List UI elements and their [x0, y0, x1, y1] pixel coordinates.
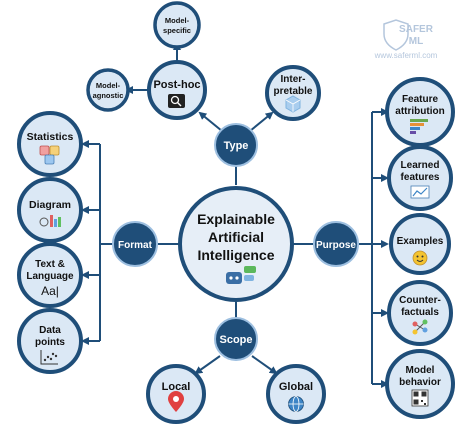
- node-interpretable: Inter- pretable: [265, 65, 321, 121]
- purpose-item-feature-attribution: Feature attribution: [385, 77, 455, 147]
- robot-chat-icon: [226, 266, 256, 284]
- format-item-statistics: Statistics: [17, 111, 83, 177]
- center-title-line3: Intelligence: [197, 247, 274, 263]
- diagram-icon: [39, 215, 61, 227]
- learned-features-line1: Learned: [401, 160, 440, 171]
- data-points-line1: Data: [39, 325, 61, 336]
- model-specific-line1: Model-: [165, 16, 190, 25]
- format-item-text-language: Text & Language Aa|: [17, 242, 83, 308]
- local-label: Local: [162, 381, 191, 393]
- scope-item-local: Local: [146, 364, 206, 424]
- qr-icon: [411, 389, 429, 407]
- scatter-icon: [40, 350, 58, 365]
- watermark-line2: ML: [409, 36, 423, 47]
- center-node: Explainable Artificial Intelligence: [178, 186, 294, 302]
- format-item-data-points: Data points: [17, 308, 83, 374]
- node-post-hoc: Post-hoc: [147, 60, 207, 120]
- text-language-line1: Text &: [35, 259, 65, 270]
- watermark-url: www.saferml.com: [374, 51, 438, 60]
- purpose-item-examples: Examples: [389, 213, 451, 275]
- location-pin-icon: [168, 391, 184, 412]
- cube-icon: [285, 95, 301, 113]
- hub-scope-label: Scope: [219, 334, 252, 346]
- emoji-icon: [412, 250, 428, 266]
- model-agnostic-line2: agnostic: [93, 91, 124, 100]
- counterfactuals-line1: Counter-: [399, 295, 441, 306]
- purpose-item-model-behavior: Model behavior: [385, 349, 455, 419]
- shield-icon: [383, 19, 409, 51]
- hub-type: Type: [214, 123, 258, 167]
- purpose-item-learned-features: Learned features: [387, 145, 453, 211]
- hub-type-label: Type: [224, 140, 249, 152]
- feature-attribution-line1: Feature: [402, 94, 439, 105]
- counterfactuals-line2: factuals: [401, 307, 439, 318]
- scope-item-global: Global: [266, 364, 326, 424]
- feature-attribution-line2: attribution: [395, 106, 444, 117]
- model-agnostic-line1: Model-: [96, 81, 121, 90]
- watermark: SAFER ML www.saferml.com: [374, 19, 438, 60]
- model-behavior-line1: Model: [406, 365, 435, 376]
- node-model-specific: Model- specific: [153, 1, 201, 49]
- hub-purpose-label: Purpose: [316, 240, 356, 251]
- interpretable-line1: Inter-: [281, 74, 306, 85]
- statistics-label: Statistics: [27, 131, 74, 143]
- center-title-line1: Explainable: [197, 211, 275, 227]
- model-specific-line2: specific: [163, 26, 191, 35]
- node-model-agnostic: Model- agnostic: [86, 68, 130, 112]
- interpretable-line2: pretable: [274, 86, 313, 97]
- bars-icon: [410, 119, 428, 134]
- hub-format: Format: [112, 221, 158, 267]
- post-hoc-label: Post-hoc: [153, 79, 200, 91]
- diagram-label: Diagram: [29, 199, 71, 211]
- magnifier-icon: [168, 94, 185, 108]
- global-label: Global: [279, 381, 313, 393]
- text-aa-icon: Aa|: [41, 284, 59, 298]
- dice-icon: [39, 145, 60, 165]
- watermark-line1: SAFER: [399, 24, 434, 35]
- hub-format-label: Format: [118, 240, 153, 251]
- text-language-line2: Language: [26, 271, 74, 282]
- chart-icon: [410, 185, 430, 199]
- hub-scope: Scope: [214, 317, 258, 361]
- connectors: [81, 42, 389, 388]
- center-title-line2: Artificial: [208, 229, 264, 245]
- purpose-item-counterfactuals: Counter- factuals: [387, 280, 453, 346]
- hub-purpose: Purpose: [313, 221, 359, 267]
- examples-label: Examples: [397, 236, 444, 247]
- learned-features-line2: features: [401, 172, 440, 183]
- format-item-diagram: Diagram: [17, 177, 83, 243]
- globe-icon: [288, 396, 304, 412]
- model-behavior-line2: behavior: [399, 377, 441, 388]
- data-points-line2: points: [35, 337, 65, 348]
- molecule-icon: [412, 319, 428, 335]
